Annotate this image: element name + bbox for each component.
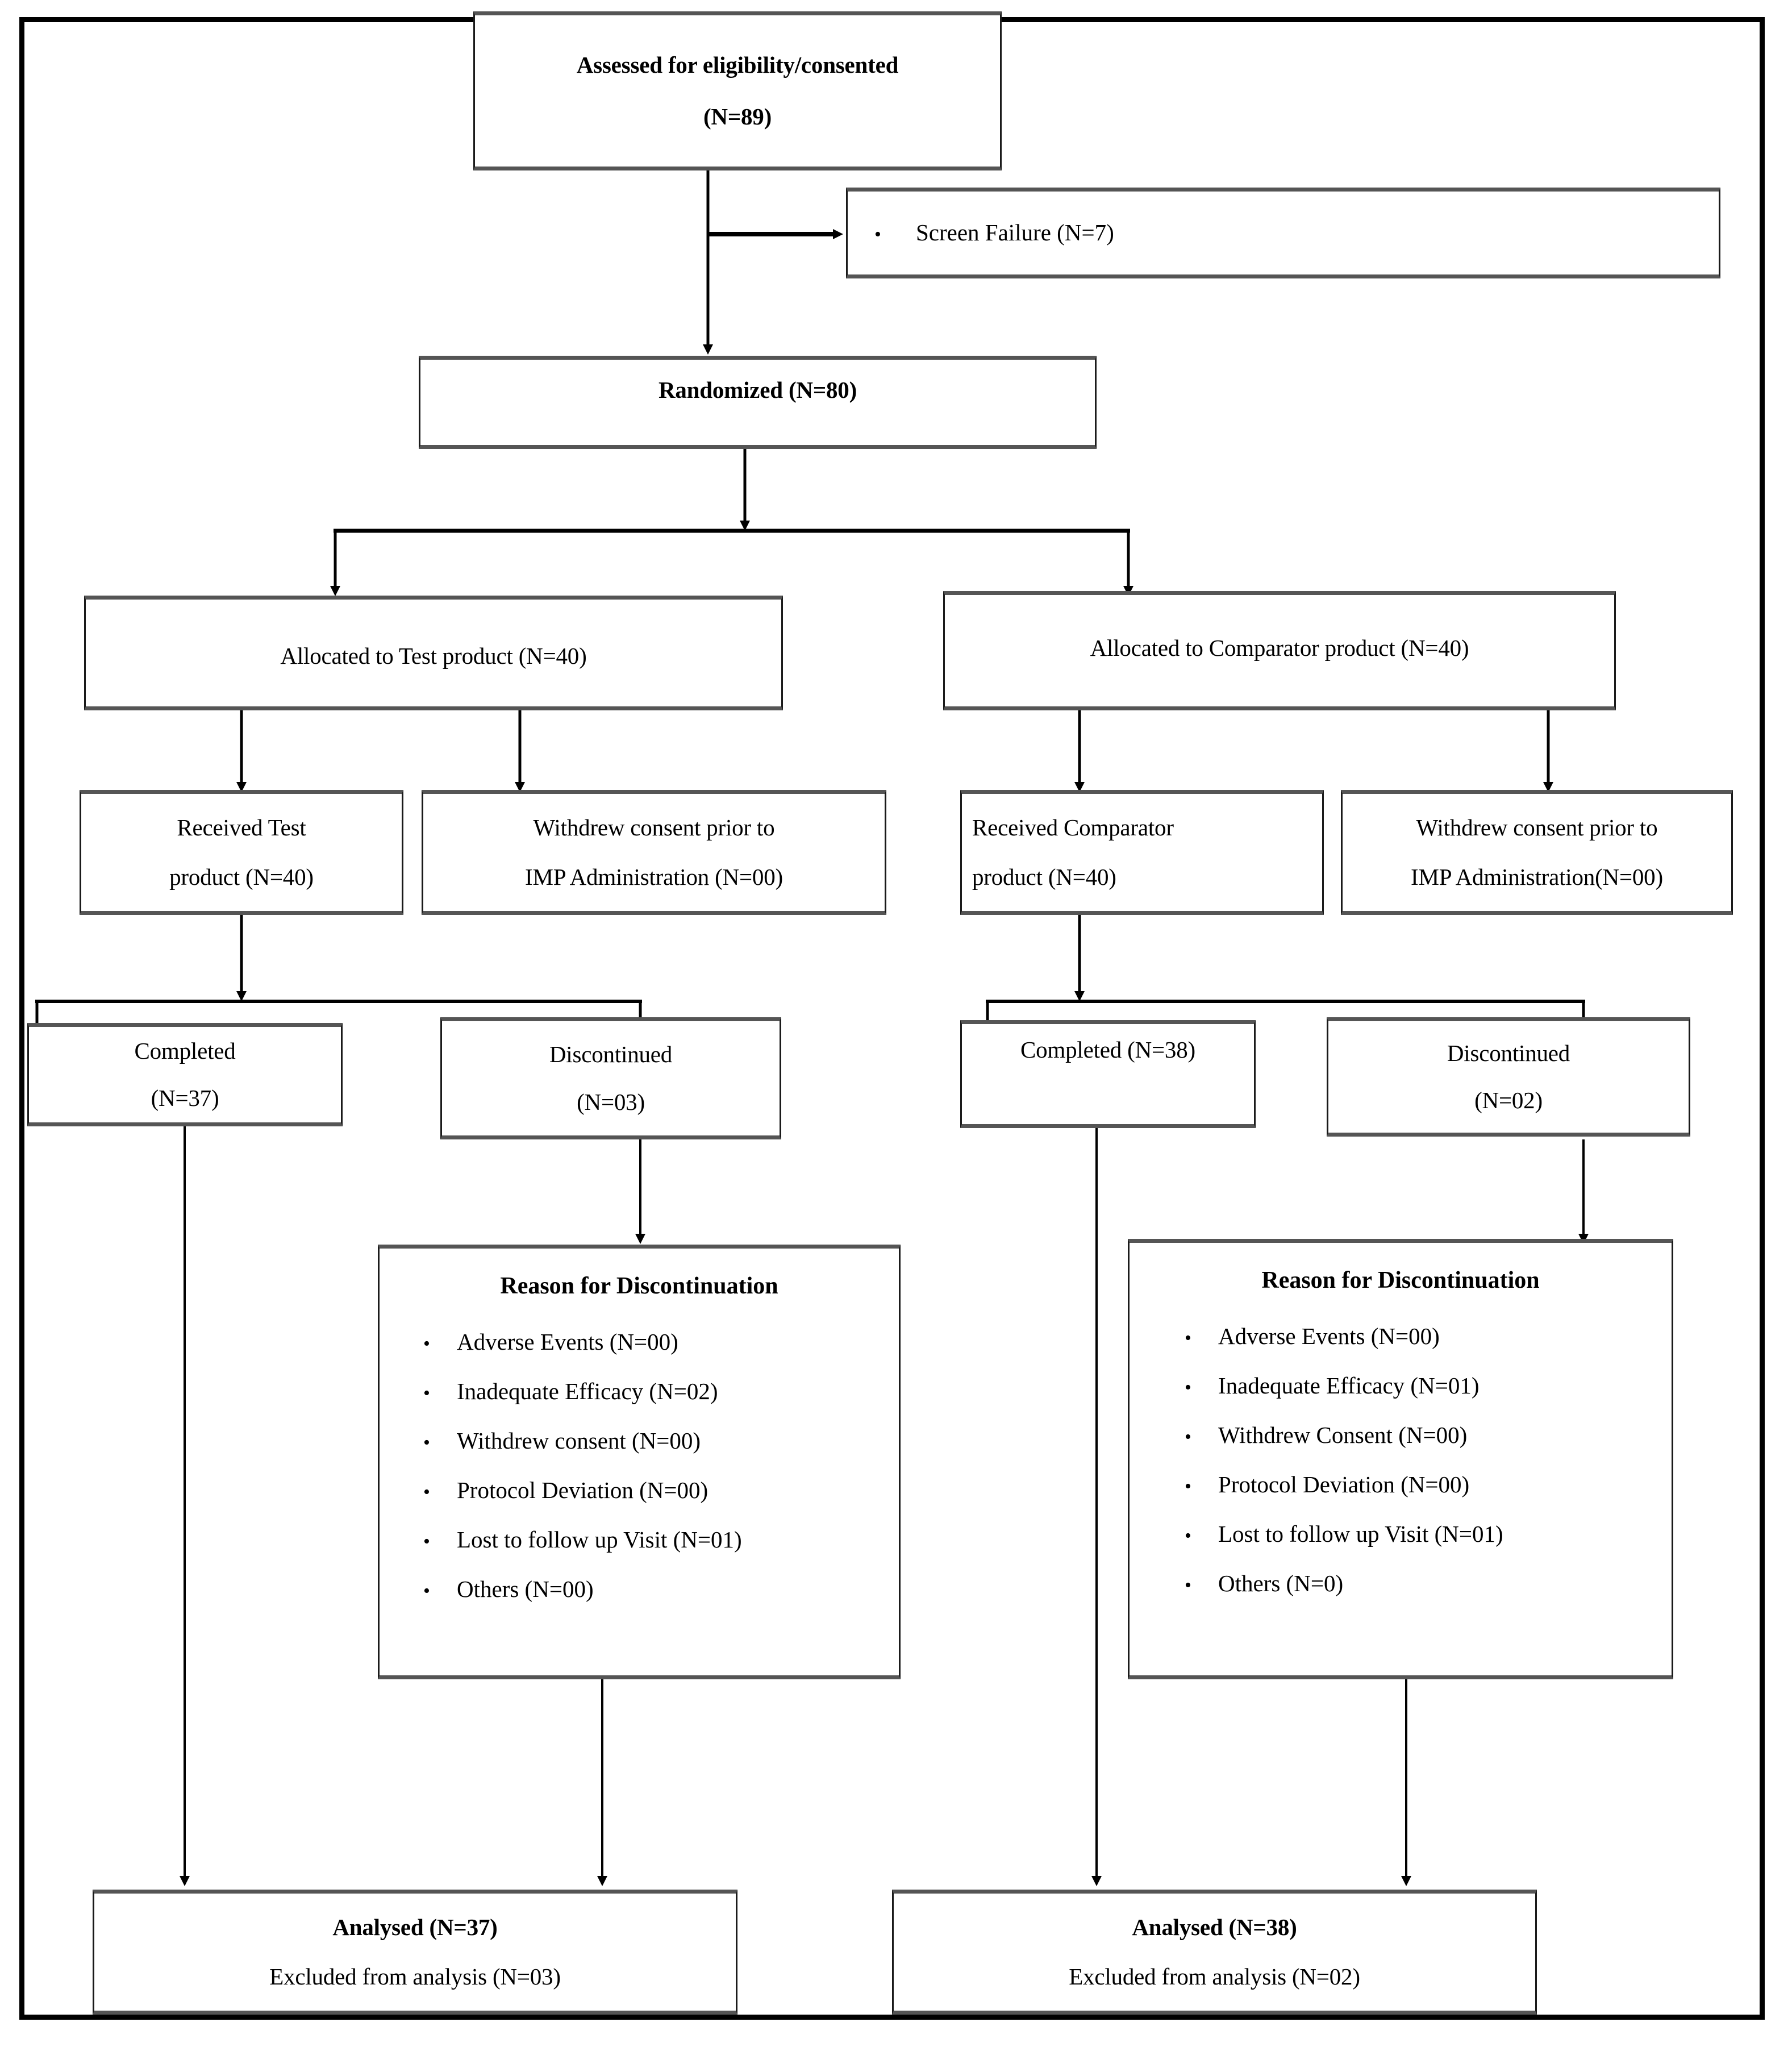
received-comparator-line-2: product (N=40) <box>972 864 1116 890</box>
node-reason-discontinuation-comparator: Reason for Discontinuation • Adverse Eve… <box>1128 1239 1673 1679</box>
reason-comparator-list: • Adverse Events (N=00) • Inadequate Eff… <box>1130 1313 1672 1597</box>
list-item: • Lost to follow up Visit (N=01) <box>414 1527 899 1553</box>
randomized-label: Randomized (N=80) <box>658 377 857 403</box>
node-received-test-product: Received Test product (N=40) <box>80 790 403 915</box>
bullet-icon: • <box>423 1383 430 1404</box>
bullet-icon: • <box>423 1432 430 1454</box>
reason-test-item-3: Protocol Deviation (N=00) <box>457 1477 709 1504</box>
discontinued-comparator-line-2: (N=02) <box>1474 1087 1543 1113</box>
analysed-test-line-2: Excluded from analysis (N=03) <box>269 1963 561 1990</box>
node-assessed-for-eligibility: Assessed for eligibility/consented (N=89… <box>473 11 1002 170</box>
list-item: • Withdrew Consent (N=00) <box>1175 1422 1672 1448</box>
bullet-icon: • <box>1185 1575 1191 1596</box>
reason-comparator-item-5: Others (N=0) <box>1218 1570 1344 1597</box>
reason-comparator-item-0: Adverse Events (N=00) <box>1218 1323 1440 1349</box>
node-analysed-test: Analysed (N=37) Excluded from analysis (… <box>93 1890 737 2015</box>
node-completed-comparator: Completed (N=38) <box>960 1020 1256 1128</box>
received-test-line-1: Received Test <box>177 814 306 841</box>
withdrew-test-line-2: IMP Administration (N=00) <box>525 864 783 890</box>
received-test-line-2: product (N=40) <box>169 864 314 890</box>
bullet-icon: • <box>1185 1426 1191 1448</box>
reason-comparator-item-2: Withdrew Consent (N=00) <box>1218 1422 1468 1449</box>
allocated-comparator-label: Allocated to Comparator product (N=40) <box>1090 635 1469 661</box>
screen-failure-text: Screen Failure (N=7) <box>916 219 1114 246</box>
node-withdrew-consent-comparator: Withdrew consent prior to IMP Administra… <box>1341 790 1733 915</box>
list-item: • Adverse Events (N=00) <box>414 1329 899 1355</box>
withdrew-comparator-line-2: IMP Administration(N=00) <box>1411 864 1663 890</box>
analysed-comparator-line-1: Analysed (N=38) <box>1132 1913 1297 1940</box>
bullet-icon: • <box>423 1482 430 1503</box>
node-withdrew-consent-test: Withdrew consent prior to IMP Administra… <box>422 790 886 915</box>
bullet-icon: • <box>423 1333 430 1354</box>
list-item: • Withdrew consent (N=00) <box>414 1428 899 1454</box>
bullet-icon: • <box>1185 1476 1191 1497</box>
bullet-icon: • <box>1185 1377 1191 1399</box>
reason-test-item-4: Lost to follow up Visit (N=01) <box>457 1526 742 1553</box>
reason-test-list: • Adverse Events (N=00) • Inadequate Eff… <box>380 1319 899 1603</box>
reason-test-item-5: Others (N=00) <box>457 1576 594 1603</box>
discontinued-test-line-2: (N=03) <box>577 1088 645 1115</box>
list-item: • Inadequate Efficacy (N=01) <box>1175 1372 1672 1399</box>
list-item: • Adverse Events (N=00) <box>1175 1323 1672 1349</box>
node-allocated-comparator-product: Allocated to Comparator product (N=40) <box>943 591 1616 710</box>
list-item: • Others (N=0) <box>1175 1571 1672 1596</box>
discontinued-comparator-line-1: Discontinued <box>1447 1039 1570 1066</box>
list-item: • Others (N=00) <box>414 1576 899 1602</box>
bullet-icon: • <box>874 224 881 246</box>
node-discontinued-comparator: Discontinued (N=02) <box>1327 1017 1690 1137</box>
completed-comparator-line-1: Completed (N=38) <box>1020 1037 1195 1063</box>
reason-test-item-1: Inadequate Efficacy (N=02) <box>457 1378 718 1405</box>
reason-test-item-0: Adverse Events (N=00) <box>457 1329 678 1355</box>
bullet-icon: • <box>423 1531 430 1553</box>
analysed-test-line-1: Analysed (N=37) <box>332 1913 498 1940</box>
list-item: • Protocol Deviation (N=00) <box>1175 1472 1672 1497</box>
completed-test-line-2: (N=37) <box>151 1085 219 1111</box>
node-discontinued-test: Discontinued (N=03) <box>440 1017 781 1139</box>
reason-comparator-item-1: Inadequate Efficacy (N=01) <box>1218 1372 1480 1399</box>
bullet-icon: • <box>1185 1525 1191 1547</box>
assessed-line-1: Assessed for eligibility/consented <box>576 51 899 78</box>
withdrew-comparator-line-1: Withdrew consent prior to <box>1416 814 1658 841</box>
bullet-icon: • <box>1185 1328 1191 1349</box>
node-completed-test: Completed (N=37) <box>27 1023 343 1126</box>
node-reason-discontinuation-test: Reason for Discontinuation • Adverse Eve… <box>378 1245 901 1679</box>
withdrew-test-line-1: Withdrew consent prior to <box>533 814 775 841</box>
node-randomized: Randomized (N=80) <box>419 356 1097 449</box>
node-screen-failure: • Screen Failure (N=7) <box>846 188 1720 278</box>
reason-comparator-title: Reason for Discontinuation <box>1261 1267 1540 1293</box>
node-analysed-comparator: Analysed (N=38) Excluded from analysis (… <box>892 1890 1537 2015</box>
assessed-line-2: (N=89) <box>703 103 772 130</box>
reason-comparator-item-4: Lost to follow up Visit (N=01) <box>1218 1521 1503 1547</box>
reason-test-item-2: Withdrew consent (N=00) <box>457 1428 701 1454</box>
node-allocated-test-product: Allocated to Test product (N=40) <box>84 596 783 710</box>
allocated-test-label: Allocated to Test product (N=40) <box>280 643 587 669</box>
list-item: • Inadequate Efficacy (N=02) <box>414 1378 899 1405</box>
discontinued-test-line-1: Discontinued <box>549 1041 673 1068</box>
list-item: • Lost to follow up Visit (N=01) <box>1175 1521 1672 1547</box>
node-received-comparator-product: Received Comparator product (N=40) <box>960 790 1324 915</box>
completed-test-line-1: Completed <box>134 1037 236 1064</box>
analysed-comparator-line-2: Excluded from analysis (N=02) <box>1069 1963 1360 1990</box>
reason-test-title: Reason for Discontinuation <box>500 1273 778 1299</box>
list-item: • Protocol Deviation (N=00) <box>414 1478 899 1503</box>
received-comparator-line-1: Received Comparator <box>972 814 1174 841</box>
reason-comparator-item-3: Protocol Deviation (N=00) <box>1218 1471 1470 1498</box>
bullet-icon: • <box>423 1580 430 1602</box>
